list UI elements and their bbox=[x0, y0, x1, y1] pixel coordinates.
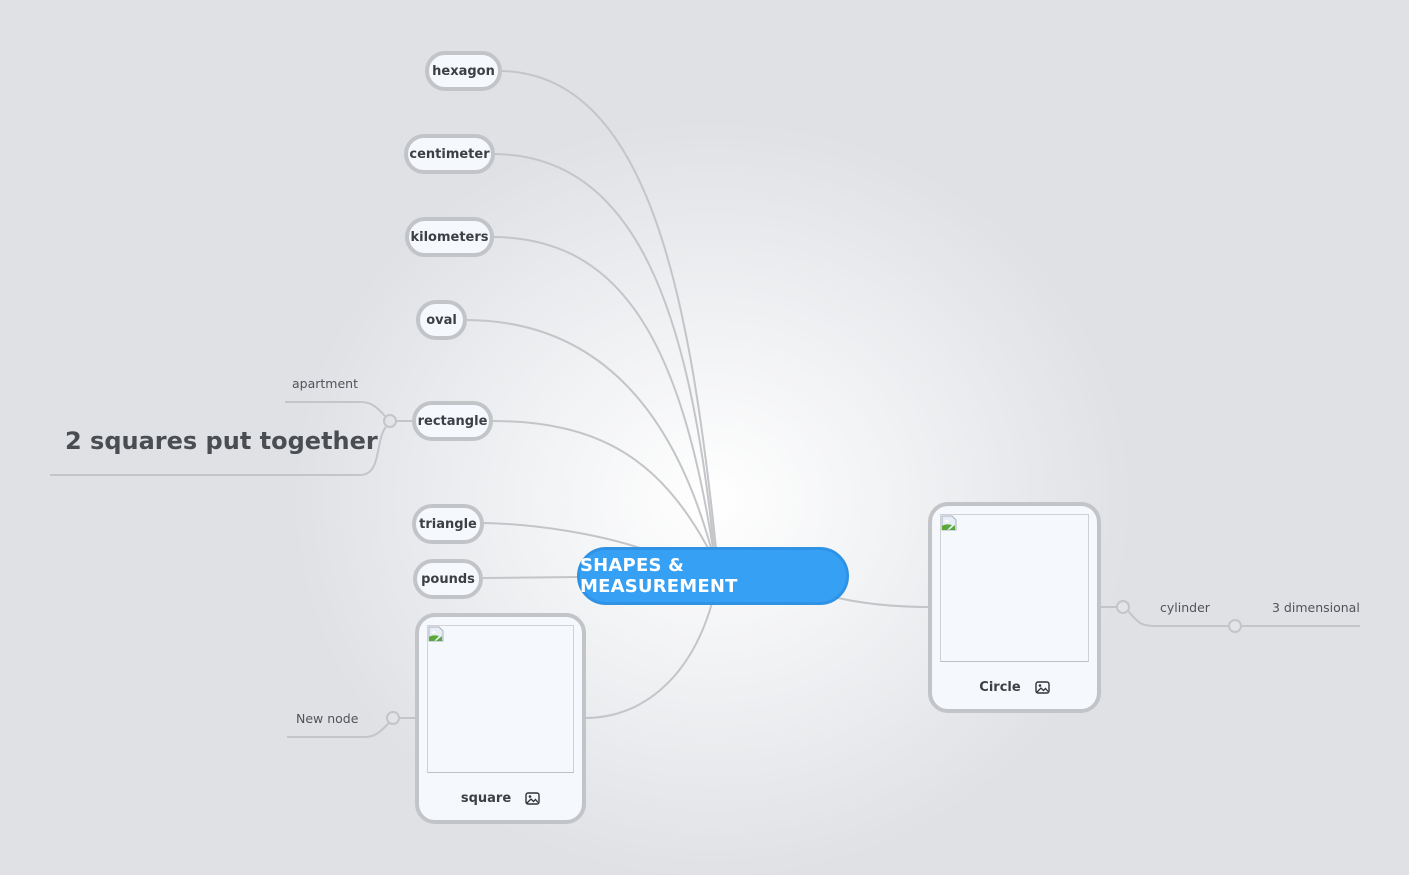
node-hexagon[interactable]: hexagon bbox=[425, 51, 502, 91]
collapse-toggle-rectangle bbox=[383, 414, 397, 428]
node-label: cylinder bbox=[1160, 600, 1210, 615]
node-label: Circle bbox=[979, 680, 1021, 695]
node-label: square bbox=[460, 791, 512, 806]
node-pounds[interactable]: pounds bbox=[413, 559, 483, 599]
node-label: oval bbox=[426, 312, 457, 328]
root-node[interactable]: SHAPES & MEASUREMENT bbox=[577, 547, 849, 605]
node-3-dimensional[interactable]: 3 dimensional bbox=[1272, 600, 1360, 615]
node-label: centimeter bbox=[409, 146, 490, 162]
root-node-label: SHAPES & MEASUREMENT bbox=[580, 555, 738, 597]
node-apartment[interactable]: apartment bbox=[292, 376, 358, 391]
node-label: hexagon bbox=[432, 63, 495, 79]
image-icon[interactable] bbox=[1034, 681, 1050, 694]
node-2-squares-put-together[interactable]: 2 squares put together bbox=[65, 427, 378, 455]
node-cylinder[interactable]: cylinder bbox=[1160, 600, 1210, 615]
node-label: pounds bbox=[421, 571, 475, 587]
image-placeholder bbox=[427, 625, 574, 773]
collapse-toggle-circle bbox=[1116, 600, 1130, 614]
node-square-card[interactable]: square bbox=[415, 613, 586, 824]
node-circle-card[interactable]: Circle bbox=[928, 502, 1101, 713]
broken-image-icon bbox=[428, 626, 444, 642]
image-icon[interactable] bbox=[525, 792, 540, 805]
image-placeholder bbox=[940, 514, 1089, 662]
node-label: New node bbox=[296, 711, 359, 726]
node-new-node[interactable]: New node bbox=[296, 711, 358, 726]
collapse-toggle-square bbox=[386, 711, 400, 725]
node-kilometers[interactable]: kilometers bbox=[405, 217, 494, 257]
node-triangle[interactable]: triangle bbox=[412, 504, 484, 544]
node-label: 2 squares put together bbox=[65, 427, 378, 455]
node-centimeter[interactable]: centimeter bbox=[404, 134, 495, 174]
broken-image-icon bbox=[941, 515, 957, 531]
node-label: apartment bbox=[292, 376, 358, 391]
node-label: 3 dimensional bbox=[1272, 600, 1360, 615]
node-label: triangle bbox=[419, 516, 477, 532]
collapse-toggle-cylinder bbox=[1228, 619, 1242, 633]
node-label: kilometers bbox=[410, 229, 489, 245]
node-oval[interactable]: oval bbox=[416, 300, 467, 340]
node-label: rectangle bbox=[417, 413, 488, 429]
node-rectangle[interactable]: rectangle bbox=[412, 401, 493, 441]
